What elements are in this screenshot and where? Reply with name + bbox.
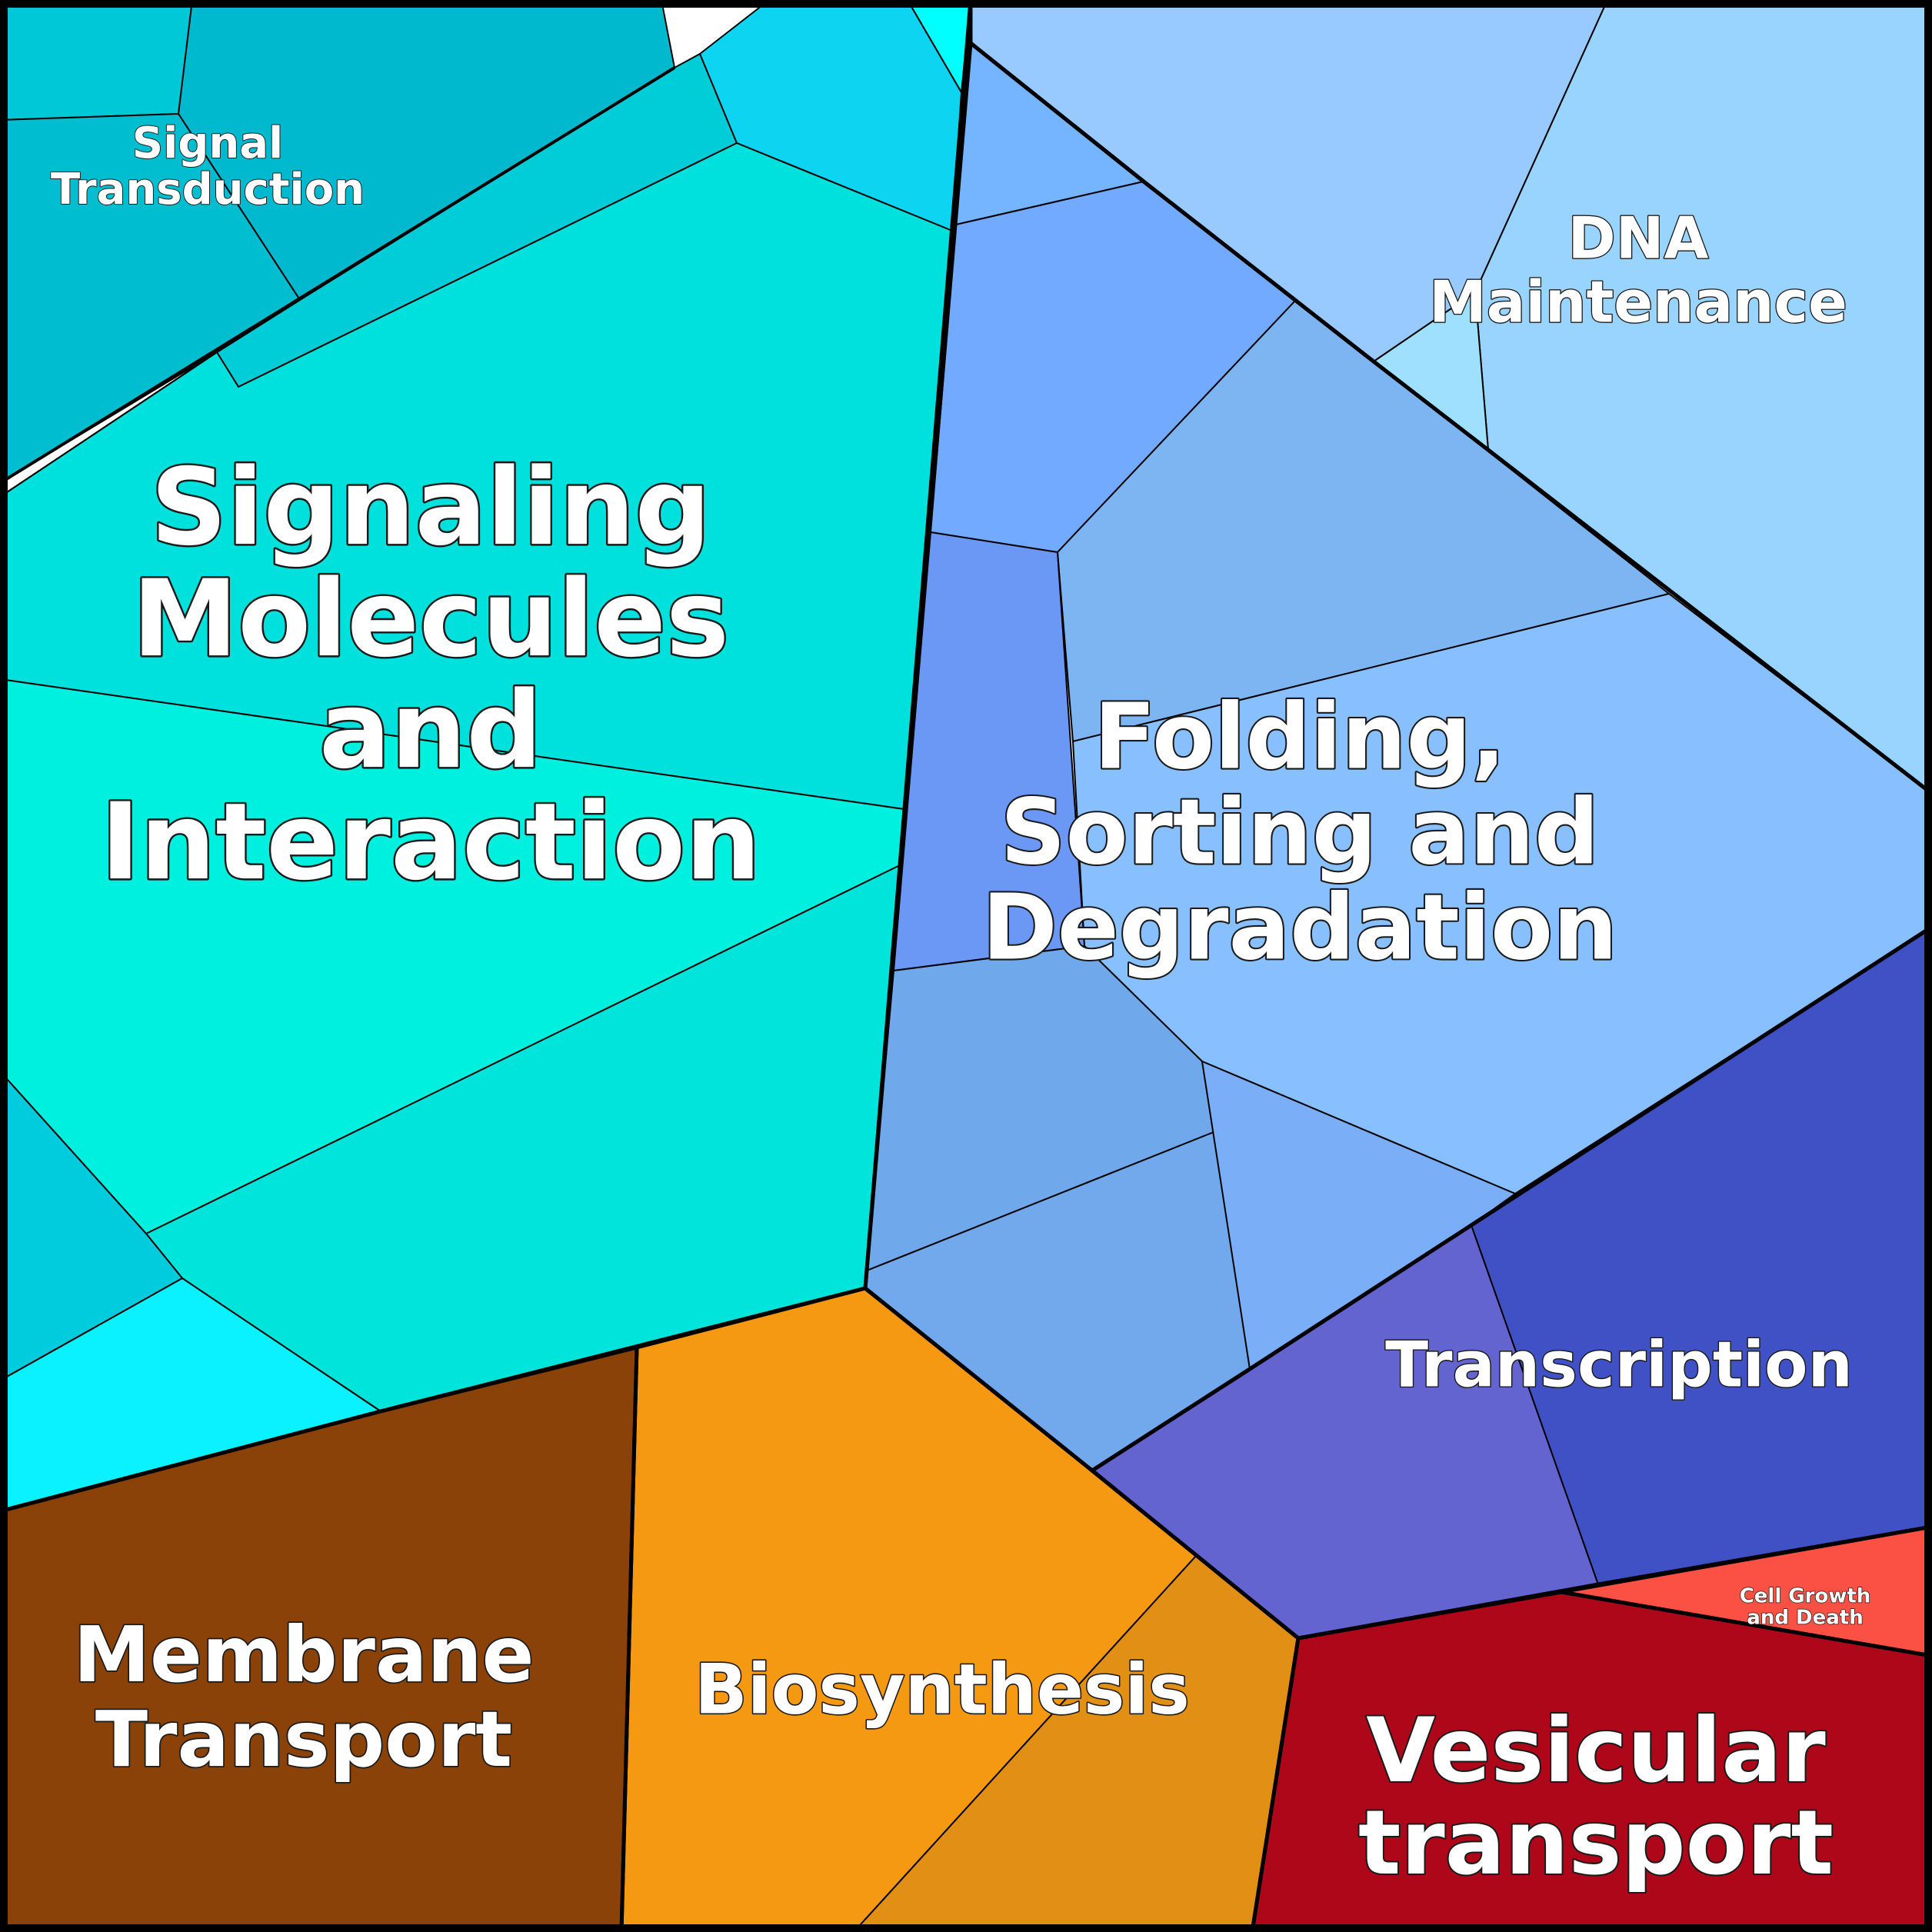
label-folding-line-3: Degradation xyxy=(982,874,1617,980)
label-folding-line-1: Folding, xyxy=(1094,683,1506,789)
label-biosynthesis: Biosynthesis xyxy=(695,1649,1190,1730)
label-signaling-line-4: Interaction xyxy=(101,780,761,904)
label-signaling-line-2: Molecules xyxy=(132,557,729,681)
label-vesicular-line-1: Vesicular xyxy=(1366,1699,1826,1803)
label-cell-growth-line-1: Cell Growth xyxy=(1740,1584,1871,1607)
label-membrane-transport-line-1: Membrane xyxy=(74,1610,535,1700)
cell-divider xyxy=(0,66,676,485)
group-outline-membrane-transport xyxy=(0,1345,639,1932)
label-folding-line-2: Sorting and xyxy=(1001,778,1600,884)
cell-signaling-1[interactable] xyxy=(0,0,193,121)
cell-signaling-6[interactable] xyxy=(0,113,301,484)
label-vesicular-line-2: transport xyxy=(1358,1791,1834,1895)
label-transcription-line-1: Transcription xyxy=(1385,1329,1853,1402)
label-dna-maintenance-line-2: Maintenance xyxy=(1429,268,1847,336)
label-cell-growth-line-2: and Death xyxy=(1747,1606,1863,1629)
label-transcription: Transcription xyxy=(1385,1329,1853,1402)
label-signal-transduction-line-1: Signal xyxy=(132,118,283,168)
cell-divider xyxy=(0,351,218,498)
label-signaling-line-3: and xyxy=(319,668,542,792)
label-membrane-transport-line-2: Transport xyxy=(95,1694,512,1784)
label-signaling-line-1: Signaling xyxy=(151,445,711,569)
label-dna-maintenance-line-1: DNA xyxy=(1567,205,1708,272)
label-biosynthesis-line-1: Biosynthesis xyxy=(695,1649,1190,1730)
label-signal-transduction-line-2: Transduction xyxy=(51,165,365,215)
